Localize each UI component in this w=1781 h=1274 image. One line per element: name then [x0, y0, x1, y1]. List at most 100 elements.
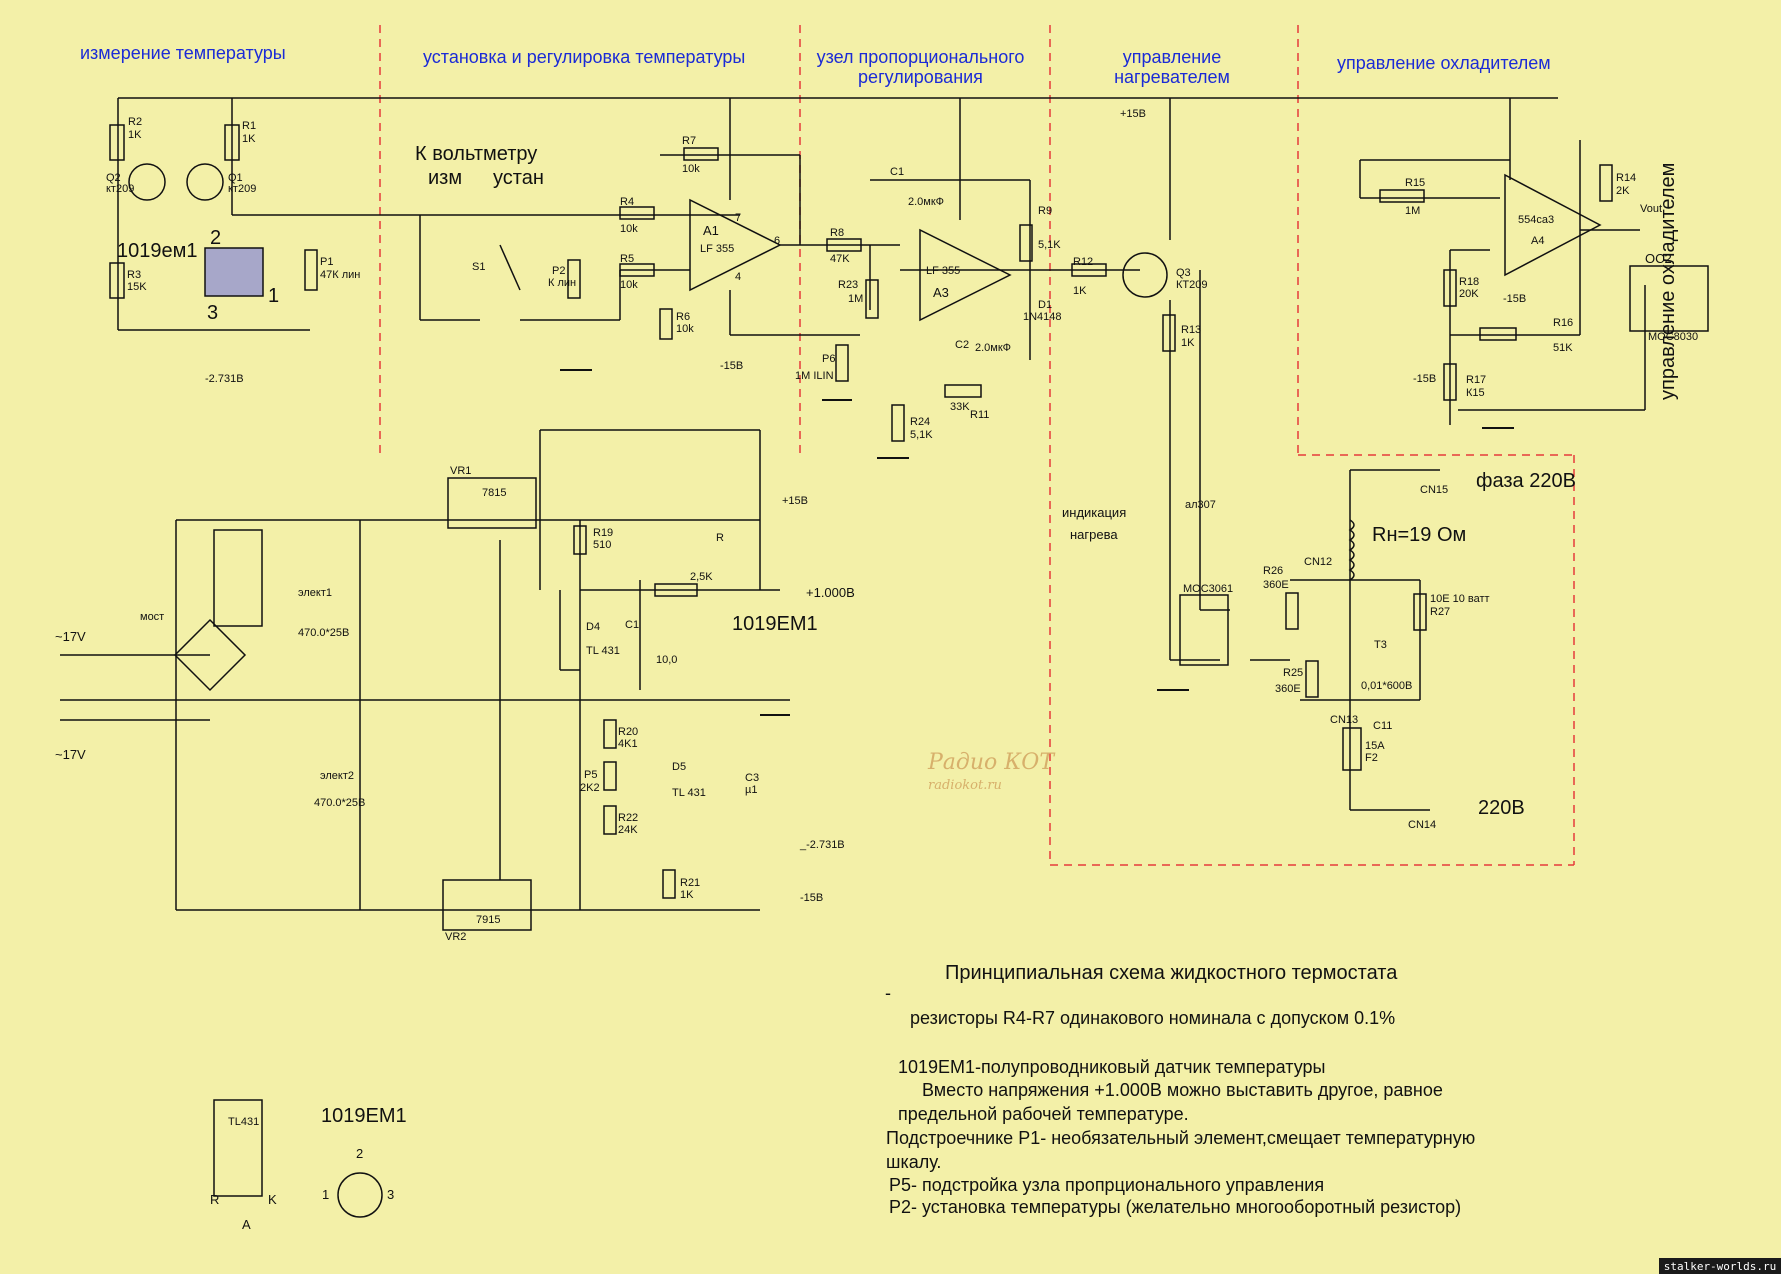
label-r24: R24: [910, 416, 931, 428]
label-q2-type: кт209: [106, 183, 135, 195]
label-d5-type: TL 431: [672, 787, 706, 799]
label-r6v: 10k: [676, 323, 694, 335]
voltmeter-label: К вольтметру: [415, 143, 538, 165]
label-f2: F2: [1365, 752, 1378, 764]
label-plus1000: +1.000В: [806, 585, 855, 600]
label-cap-b: элект2: [320, 770, 354, 782]
label-c11: C11: [1373, 720, 1393, 732]
label-r4: R4: [620, 196, 635, 208]
label-p2: P2: [552, 265, 566, 277]
label-r5: R5: [620, 253, 635, 265]
label-p1: P1: [320, 256, 334, 268]
label-minus15-rail: -15В: [800, 892, 824, 904]
label-sensor-power: 1019EM1: [732, 613, 818, 635]
label-pin-a: A: [242, 1217, 251, 1232]
label-r17v: К15: [1466, 387, 1485, 399]
label-r18: R18: [1459, 276, 1480, 288]
label-p2v: К лин: [548, 277, 577, 289]
label-vr2-type: 7915: [476, 914, 501, 926]
label-r12: R12: [1073, 256, 1094, 268]
label-r12v: 1K: [1073, 285, 1087, 297]
notes-line7: P5- подстройка узла пропрционального упр…: [889, 1175, 1325, 1195]
voltmeter-ustan: устан: [493, 167, 544, 189]
label-ac17a: ~17V: [55, 629, 86, 644]
label-em-pin1: 1: [322, 1187, 330, 1202]
label-minus15-r18: -15В: [1413, 373, 1437, 385]
label-d1: D1: [1038, 299, 1053, 311]
label-a4-type: 554са3: [1518, 214, 1555, 226]
label-d4: D4: [586, 621, 601, 633]
label-oc2: OC2: [1645, 251, 1672, 266]
label-r14v: 2K: [1616, 185, 1630, 197]
label-phase: фаза 220В: [1476, 470, 1576, 492]
label-r17: R17: [1466, 374, 1487, 386]
notes-line1: резисторы R4-R7 одинакового номинала с д…: [910, 1008, 1396, 1028]
label-r11: R11: [970, 409, 990, 421]
label-r16: R16: [1553, 317, 1574, 329]
label-cn14: CN14: [1408, 819, 1437, 831]
label-p5v: 2K2: [580, 782, 600, 794]
label-r6: R6: [676, 311, 691, 323]
label-r24v: 5,1K: [910, 429, 933, 441]
cooler-vertical-label: управление охладителем: [1657, 162, 1679, 400]
label-bridge: мост: [140, 611, 165, 623]
label-cn13: CN13: [1330, 714, 1359, 726]
label-p1v: 47К лин: [320, 269, 361, 281]
section-label-temperature: измерение температуры: [80, 43, 286, 63]
label-plus15-rail: +15В: [782, 495, 808, 507]
label-q1: Q1: [228, 172, 243, 184]
label-r8v: 47K: [830, 253, 850, 265]
notes-title: Принципиальная схема жидкостного термост…: [945, 962, 1398, 984]
label-r5v: 10k: [620, 279, 638, 291]
label-r25v: 360E: [1275, 683, 1301, 695]
label-a1-pin6: 6: [774, 235, 781, 247]
label-c1v: 2.0мкФ: [908, 196, 945, 208]
label-r1v: 1K: [242, 133, 256, 145]
label-cap-av: 470.0*25В: [298, 627, 350, 639]
watermark-site: radiokot.ru: [928, 778, 1002, 793]
label-load: Rн=19 Ом: [1372, 524, 1467, 546]
label-r7: R7: [682, 135, 697, 147]
label-r16v: 51K: [1553, 342, 1573, 354]
label-r27v: 10E 10 ватт: [1430, 593, 1490, 605]
label-c1-small: C1: [625, 619, 640, 631]
notes-line5: Подстроечнике P1- необязательный элемент…: [886, 1128, 1476, 1148]
label-220v: 220В: [1478, 797, 1525, 819]
label-c1-smallv: 10,0: [656, 654, 678, 666]
label-a1-pin7: 7: [735, 212, 742, 224]
label-r1: R1: [242, 120, 257, 132]
notes-line4: предельной рабочей температуре.: [898, 1104, 1189, 1124]
label-r14: R14: [1616, 172, 1637, 184]
label-p6v: 1M ILIN: [795, 370, 834, 382]
label-r27: R27: [1430, 606, 1451, 618]
label-minus15-a1: -15В: [720, 360, 744, 372]
label-q3: Q3: [1176, 267, 1191, 279]
label-cn12: CN12: [1304, 556, 1333, 568]
label-pin2: 2: [210, 227, 222, 249]
notes-line6: шкалу.: [886, 1152, 942, 1172]
label-c1: C1: [890, 166, 905, 178]
section-label-proportional: узел пропорционального регулирования: [816, 47, 1025, 87]
label-plus15-top: +15В: [1120, 108, 1146, 120]
section-label-heater: управление нагревателем: [1114, 47, 1230, 87]
voltmeter-izm: изм: [428, 167, 463, 189]
label-c3v: µ1: [745, 784, 758, 796]
label-led-type: ал307: [1185, 499, 1216, 511]
label-cn15: CN15: [1420, 484, 1449, 496]
label-c2v: 2.0мкФ: [975, 342, 1012, 354]
label-r20: R20: [618, 726, 639, 738]
label-d5: D5: [672, 761, 687, 773]
label-r9v: 5,1K: [1038, 239, 1061, 251]
label-p6: P6: [822, 353, 836, 365]
label-r2: R2: [128, 116, 143, 128]
site-footer: stalker-worlds.ru: [1659, 1258, 1781, 1274]
label-r3v: 15K: [127, 281, 147, 293]
label-c3: C3: [745, 772, 760, 784]
component-shapes: [109, 124, 1709, 1218]
label-r13: R13: [1181, 324, 1202, 336]
label-cap-bv: 470.0*25В: [314, 797, 366, 809]
label-vout: Vout: [1640, 203, 1663, 215]
label-a3-type: LF 355: [926, 265, 961, 277]
label-vr2: VR2: [445, 931, 467, 943]
label-pin1: 1: [268, 285, 280, 307]
